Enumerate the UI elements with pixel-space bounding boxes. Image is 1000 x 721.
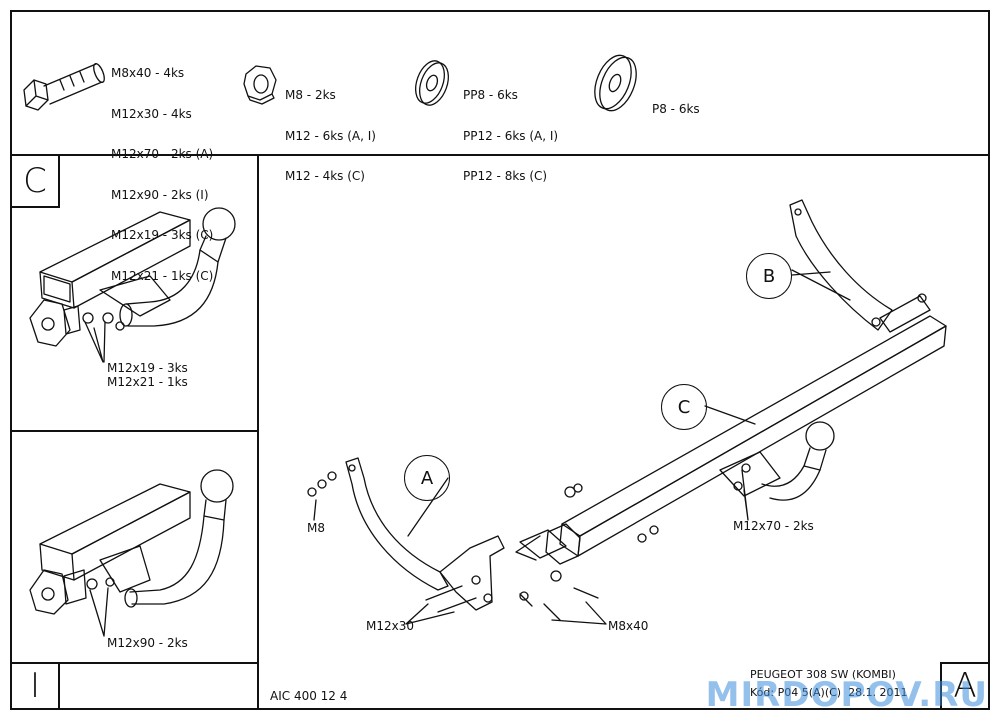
callout-c: C: [661, 384, 707, 430]
bolt-item: M12x30 - 4ks: [111, 106, 192, 121]
label-m8: M8: [307, 521, 325, 535]
left-panel-divider: [257, 154, 259, 710]
panel-c-towbar-drawing: [29, 207, 236, 363]
bolt-item: M8x40 - 4ks: [111, 66, 185, 80]
large-washer-icon: [594, 54, 637, 112]
washer-pp-item: PP12 - 8ks (C): [463, 169, 548, 183]
drawing-sheet: [10, 10, 990, 710]
bracket-b-drawing: [789, 199, 931, 333]
nut-icon: [243, 65, 277, 105]
vehicle-name: PEUGEOT 308 SW (KOMBI): [750, 668, 896, 681]
nut-item: M12 - 6ks (A, I): [285, 128, 376, 143]
nut-item: M8 - 2ks: [285, 88, 336, 102]
leader-lines: [313, 271, 831, 625]
tow-ball-drawing: [719, 421, 835, 501]
bolt-item: M12x90 - 2ks (I): [111, 187, 209, 202]
panel-c-letter: C: [10, 154, 60, 208]
panel-i-bottom-divider: [10, 662, 258, 664]
panel-c-label-2: M12x21 - 1ks: [107, 375, 188, 389]
bolt-item: M12x70 - 2ks (A): [111, 147, 214, 161]
label-m12x70: M12x70 - 2ks: [733, 519, 814, 533]
drawing-code: AIC 400 12 4: [270, 689, 348, 703]
kod-line: Kód: P04 5(A)(C) 28.1. 2011: [750, 686, 908, 699]
flat-washer-icon: [415, 60, 449, 106]
panel-c-i-divider: [10, 430, 258, 432]
crossbar-drawing: [545, 315, 947, 565]
top-divider: [10, 154, 990, 156]
callout-a: A: [404, 455, 450, 501]
fasteners-drawing: [307, 471, 659, 621]
label-m8x40: M8x40: [608, 619, 649, 633]
panel-a-letter: A: [940, 662, 990, 710]
bolt-item: M12x21 - 1ks (C): [111, 268, 214, 283]
label-m12x30: M12x30: [366, 619, 414, 633]
washer-pp-item: PP8 - 6ks: [463, 88, 518, 102]
panel-i-towbar-drawing: [29, 469, 234, 637]
bolt-list: M8x40 - 4ks M12x30 - 4ks M12x70 - 2ks (A…: [111, 40, 213, 297]
watermark-text: MIRDOPOV.RU: [705, 675, 988, 715]
nut-list: M8 - 2ks M12 - 6ks (A, I) M12 - 4ks (C): [285, 62, 376, 197]
nut-item: M12 - 4ks (C): [285, 169, 365, 183]
panel-i-letter: I: [10, 662, 60, 710]
washer-p-item: P8 - 6ks: [652, 102, 700, 116]
panel-c-label-1: M12x19 - 3ks: [107, 361, 188, 375]
panel-i-label: M12x90 - 2ks: [107, 636, 188, 650]
bracket-a-drawing: [345, 457, 567, 611]
bolt-icon: [23, 62, 105, 111]
callout-b: B: [746, 253, 792, 299]
washer-p-list: P8 - 6ks: [652, 76, 700, 130]
washer-pp-item: PP12 - 6ks (A, I): [463, 128, 559, 143]
washer-pp-list: PP8 - 6ks PP12 - 6ks (A, I) PP12 - 8ks (…: [463, 62, 558, 197]
